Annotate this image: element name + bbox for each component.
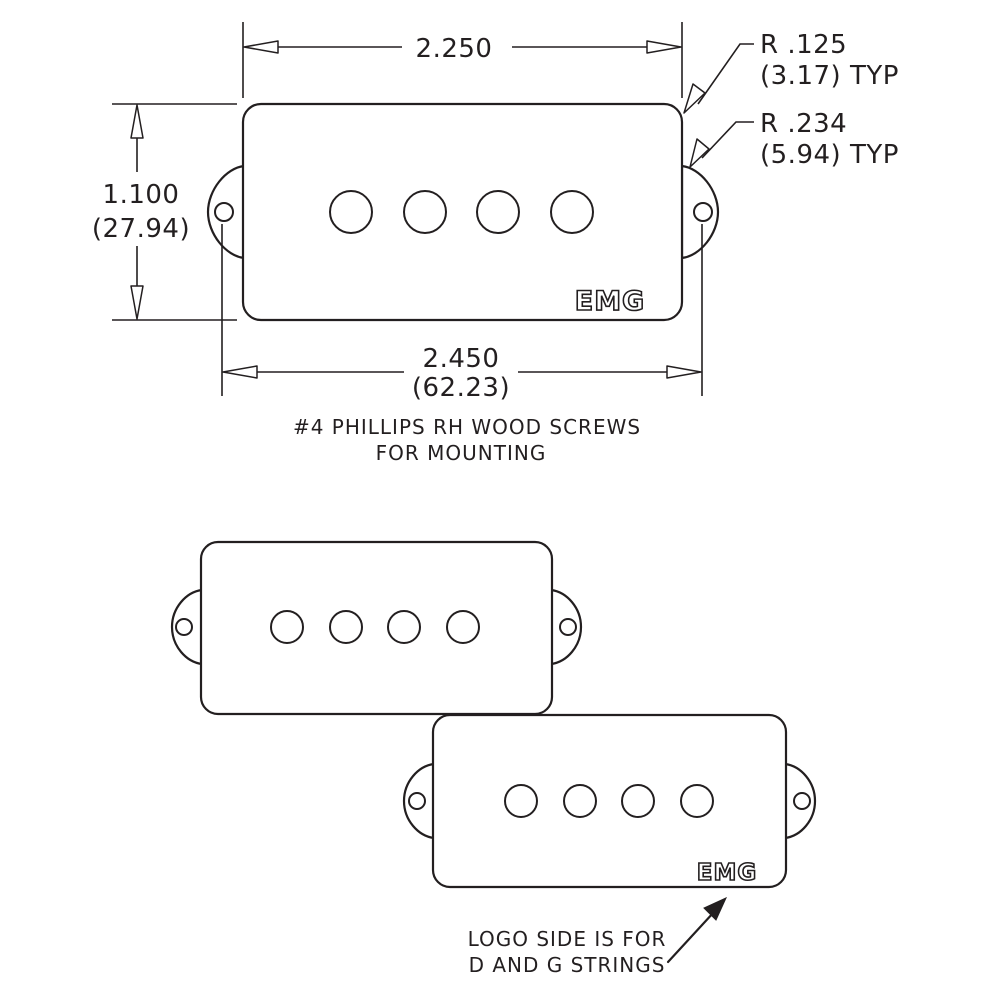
ear-radius-mm: (5.94) TYP	[760, 140, 899, 170]
height-dimension: 1.100 (27.94)	[92, 103, 237, 321]
note-arrowhead	[703, 896, 728, 921]
left-screw-hole	[214, 202, 234, 222]
dimensioned-pickup: EMG	[206, 102, 720, 322]
corner-radius-inch: R .125	[760, 30, 847, 60]
callout-arrowhead	[683, 83, 706, 114]
callout-arrowhead	[689, 138, 710, 168]
top-width-label: 2.250	[416, 34, 493, 64]
pole-piece	[504, 784, 538, 818]
right-screw-hole	[693, 202, 713, 222]
mounting-note: #4 PHILLIPS RH WOOD SCREWS FOR MOUNTING	[293, 415, 641, 465]
pole-piece	[387, 610, 421, 644]
left-screw-hole	[408, 792, 426, 810]
logo-note-line2: D AND G STRINGS	[469, 953, 666, 977]
dimension-arrowhead	[666, 365, 702, 379]
mounting-note-line1: #4 PHILLIPS RH WOOD SCREWS	[293, 415, 641, 439]
right-screw-hole	[559, 618, 577, 636]
pole-piece	[476, 190, 520, 234]
left-screw-hole	[175, 618, 193, 636]
pole-piece	[329, 190, 373, 234]
logo-note-line1: LOGO SIDE IS FOR	[468, 927, 667, 951]
dimension-arrowhead	[130, 285, 144, 320]
pickup-half-upper	[170, 540, 583, 716]
pole-piece	[621, 784, 655, 818]
emg-logo: EMG	[697, 860, 757, 886]
corner-radius-callout: R .125 (3.17) TYP	[683, 30, 899, 114]
ear-radius-callout: R .234 (5.94) TYP	[689, 109, 899, 170]
pickup-body	[431, 713, 788, 889]
corner-radius-mm: (3.17) TYP	[760, 61, 899, 91]
right-screw-hole	[793, 792, 811, 810]
top-width-dimension: 2.250	[242, 22, 683, 98]
height-inch-label: 1.100	[103, 180, 180, 210]
pole-piece	[563, 784, 597, 818]
pole-piece	[270, 610, 304, 644]
pole-piece	[329, 610, 363, 644]
logo-side-note: LOGO SIDE IS FOR D AND G STRINGS	[468, 896, 728, 977]
pole-piece	[680, 784, 714, 818]
dimension-arrowhead	[130, 104, 144, 139]
dimension-arrowhead	[222, 365, 258, 379]
pole-piece	[550, 190, 594, 234]
pickup-body	[241, 102, 684, 322]
overall-width-mm-label: (62.23)	[412, 373, 510, 403]
dimension-arrowhead	[243, 40, 279, 54]
pickup-half-lower: EMG	[402, 713, 817, 889]
pickup-body	[199, 540, 554, 716]
ear-radius-inch: R .234	[760, 109, 847, 139]
pole-piece	[403, 190, 447, 234]
emg-logo: EMG	[575, 286, 645, 317]
pole-piece	[446, 610, 480, 644]
overall-width-inch-label: 2.450	[423, 344, 500, 374]
height-mm-label: (27.94)	[92, 214, 190, 244]
mounting-note-line2: FOR MOUNTING	[376, 441, 547, 465]
overall-width-dimension: 2.450 (62.23)	[221, 224, 703, 403]
dimension-arrowhead	[646, 40, 682, 54]
